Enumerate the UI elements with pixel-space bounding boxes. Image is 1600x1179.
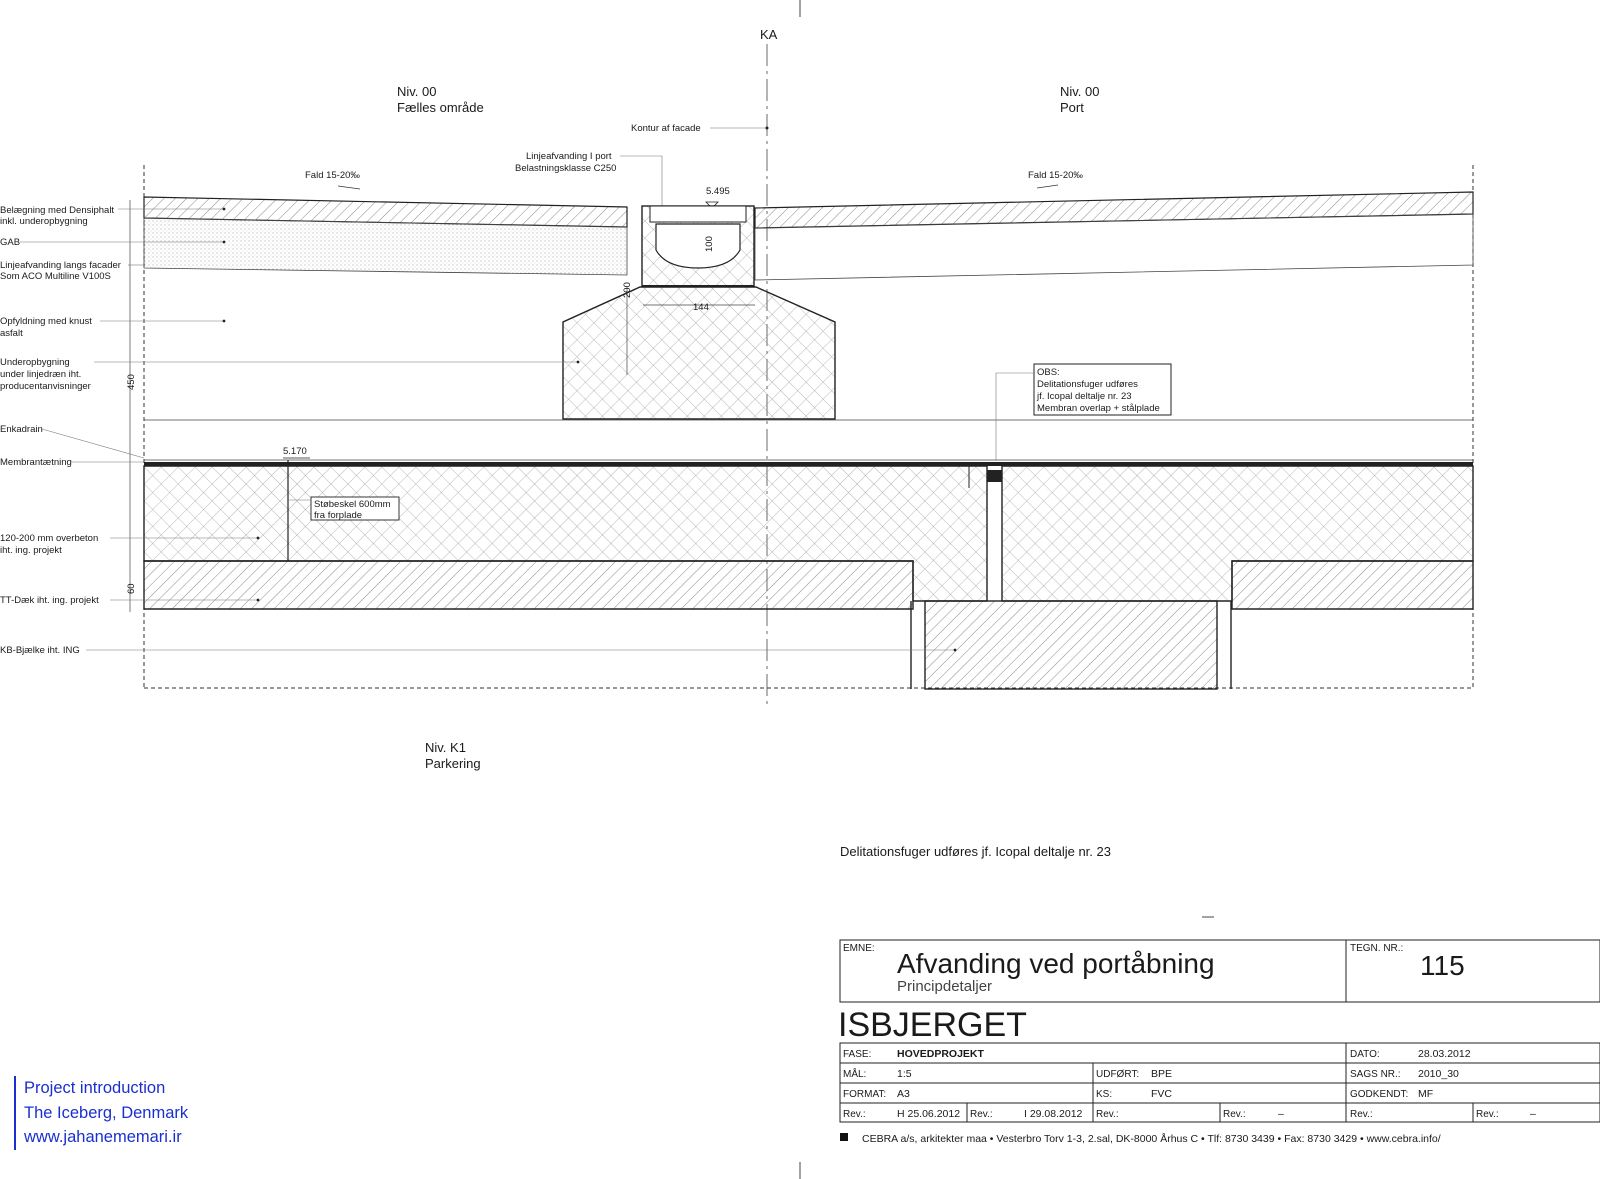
dato-value: 28.03.2012: [1418, 1048, 1471, 1060]
gridline-label: KA: [760, 27, 778, 42]
layer-label: asfalt: [0, 328, 23, 339]
watermark-line-2: The Iceberg, Denmark: [24, 1103, 189, 1122]
obs-line-2: Delitationsfuger udføres: [1037, 379, 1138, 390]
rev-label: Rev.:: [843, 1109, 866, 1120]
level-right-line2: Port: [1060, 100, 1084, 115]
facade-label: Kontur af facade: [631, 123, 701, 134]
fase-value: HOVEDPROJEKT: [897, 1048, 985, 1060]
level-right-line1: Niv. 00: [1060, 84, 1100, 99]
fald-right-label: Fald 15-20‰: [1028, 170, 1083, 181]
tt-deck-left: [143, 560, 914, 610]
rev-label: Rev.:: [1350, 1109, 1373, 1120]
layer-label: Underopbygning: [0, 357, 70, 368]
rev-value-1: H 25.06.2012: [897, 1108, 960, 1120]
level-left-line1: Niv. 00: [397, 84, 437, 99]
dimension-60: 60: [126, 583, 137, 594]
tt-deck-right: [1231, 560, 1474, 610]
rev-value-2: I 29.08.2012: [1024, 1108, 1083, 1120]
layer-label: inkl. underopbygning: [0, 216, 88, 227]
expansion-joint-note: Delitationsfuger udføres jf. Icopal delt…: [840, 844, 1111, 859]
layer-label: Som ACO Multiline V100S: [0, 271, 111, 282]
drain-foundation: [562, 286, 836, 420]
layer-label: under linjedræn iht.: [0, 369, 81, 380]
layer-label: iht. ing. projekt: [0, 545, 62, 556]
rev-label: Rev.:: [1096, 1109, 1119, 1120]
dimension-450: 450: [126, 374, 137, 390]
dimension-144: 144: [693, 302, 709, 313]
watermark: Project introduction The Iceberg, Denmar…: [14, 1076, 188, 1150]
membrane-layer: [144, 462, 1473, 466]
godkendt-value: MF: [1418, 1088, 1433, 1100]
layer-label: Enkadrain: [0, 424, 43, 435]
elevation-bottom: 5.170: [283, 446, 307, 457]
elevation-top: 5.495: [706, 186, 730, 197]
mal-label: MÅL:: [843, 1067, 866, 1080]
obs-line-1: OBS:: [1037, 367, 1060, 378]
format-label: FORMAT:: [843, 1089, 886, 1100]
obs-line-4: Membran overlap + stålplade: [1037, 403, 1160, 414]
rev-label: Rev.:: [970, 1109, 993, 1120]
ks-label: KS:: [1096, 1089, 1112, 1100]
ks-value: FVC: [1151, 1088, 1172, 1100]
level-bottom-line1: Niv. K1: [425, 740, 466, 755]
obs-line-3: jf. Icopal deltalje nr. 23: [1036, 391, 1132, 402]
layer-label: Membrantætning: [0, 457, 72, 468]
layer-label: TT-Dæk iht. ing. projekt: [0, 595, 99, 606]
rev-value-dash: –: [1278, 1108, 1284, 1120]
godkendt-label: GODKENDT:: [1350, 1089, 1408, 1100]
kb-beam: [924, 600, 1218, 690]
level-left-line2: Fælles område: [397, 100, 484, 115]
firm-bullet: [840, 1133, 848, 1141]
sags-label: SAGS NR.:: [1350, 1069, 1401, 1080]
layer-label: producentanvisninger: [0, 381, 91, 392]
watermark-line-1: Project introduction: [24, 1079, 166, 1097]
layer-label: Belægning med Densiphalt: [0, 205, 114, 216]
udfort-value: BPE: [1151, 1068, 1172, 1080]
gab-layer: [143, 217, 628, 276]
fase-label: FASE:: [843, 1049, 871, 1060]
layer-labels: Belægning med Densiphalt inkl. underopby…: [0, 205, 957, 656]
rev-value-dash: –: [1530, 1108, 1536, 1120]
sags-value: 2010_30: [1418, 1068, 1459, 1080]
stobeskel-line-1: Støbeskel 600mm: [314, 499, 391, 510]
firm-footer: CEBRA a/s, arkitekter maa • Vesterbro To…: [862, 1132, 1441, 1145]
tegn-label: TEGN. NR.:: [1350, 943, 1403, 954]
rev-label: Rev.:: [1476, 1109, 1499, 1120]
layer-label: KB-Bjælke iht. ING: [0, 645, 80, 656]
drawing-title: Afvanding ved portåbning: [897, 948, 1215, 979]
dato-label: DATO:: [1350, 1049, 1380, 1060]
obs-note-box: OBS: Delitationsfuger udføres jf. Icopal…: [995, 363, 1172, 460]
title-block: EMNE: Afvanding ved portåbning Principde…: [838, 939, 1600, 1145]
emne-label: EMNE:: [843, 943, 875, 954]
project-name: ISBJERGET: [838, 1006, 1027, 1044]
drawing-subtitle: Principdetaljer: [897, 978, 992, 995]
stobeskel-line-2: fra forplade: [314, 510, 362, 521]
paving-layer-right: [754, 191, 1474, 229]
drain-port-label-2: Belastningsklasse C250: [515, 163, 616, 174]
layer-label: 120-200 mm overbeton: [0, 533, 98, 544]
layer-label: GAB: [0, 237, 20, 248]
layer-label: Opfyldning med knust: [0, 316, 92, 327]
format-value: A3: [897, 1088, 910, 1100]
udfort-label: UDFØRT:: [1096, 1069, 1139, 1080]
tegn-value: 115: [1420, 950, 1465, 981]
dimension-200: 200: [622, 282, 633, 298]
dimension-100: 100: [704, 236, 715, 252]
fald-left-label: Fald 15-20‰: [305, 170, 360, 181]
mal-value: 1:5: [897, 1068, 912, 1080]
rev-label: Rev.:: [1223, 1109, 1246, 1120]
layer-label: Linjeafvanding langs facader: [0, 260, 121, 271]
level-bottom-line2: Parkering: [425, 756, 481, 771]
drain-port-label-1: Linjeafvanding I port: [526, 151, 612, 162]
watermark-line-3: www.jahanememari.ir: [24, 1128, 182, 1146]
drain-channel: 100: [641, 205, 755, 287]
